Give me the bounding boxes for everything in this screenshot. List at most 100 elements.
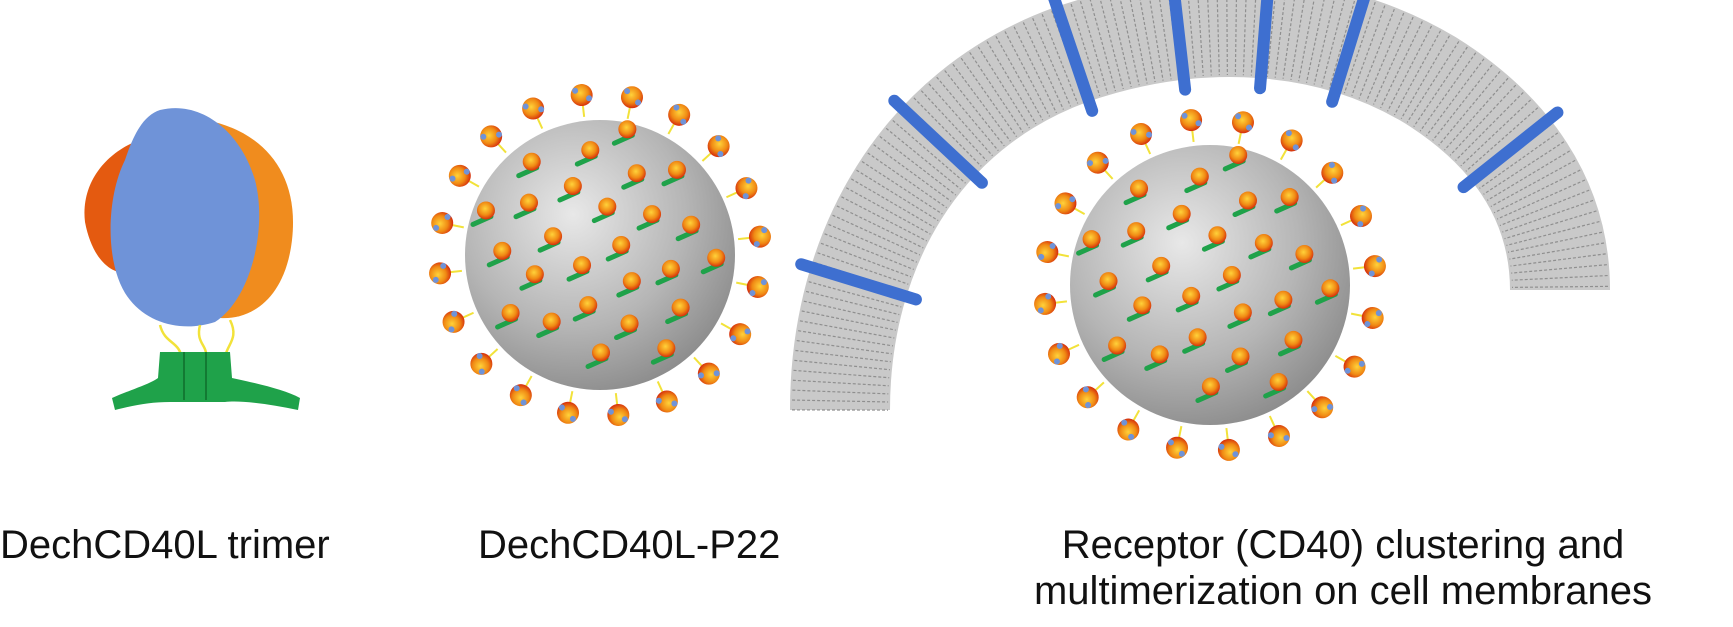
lipid-line — [856, 169, 939, 222]
lipid-line — [1321, 0, 1346, 87]
caption-clustering-line1: Receptor (CD40) clustering and — [1061, 523, 1625, 567]
ligand-rim — [646, 375, 683, 418]
ligand-rim — [714, 312, 757, 351]
lipid-line — [794, 359, 890, 371]
caption-clustering-line2: multimerization on cell membranes — [1033, 569, 1652, 613]
lipid-line — [801, 310, 896, 331]
ligand-rim — [693, 129, 736, 171]
lipid-line — [1159, 0, 1172, 80]
lipid-line — [873, 144, 952, 202]
ligand-rim — [733, 270, 772, 301]
ligand-rim — [684, 348, 726, 391]
lipid-line — [1013, 26, 1057, 114]
ligand-surface — [612, 236, 631, 254]
ligand-surface — [1099, 272, 1118, 291]
lipid-line — [1507, 231, 1603, 253]
lipid-line — [1129, 0, 1148, 84]
lipid-line — [1079, 1, 1109, 94]
lipid-line — [1509, 242, 1605, 260]
lipid-line — [969, 52, 1024, 133]
ligand-rim — [1071, 373, 1113, 414]
lipid-line — [792, 399, 889, 403]
lipid-line — [817, 252, 909, 285]
ligand-surface — [1172, 204, 1191, 223]
ligand-surface — [1201, 377, 1220, 396]
ligand-rim — [603, 390, 632, 429]
lipid-line — [1032, 17, 1072, 107]
ligand-rim — [1081, 146, 1122, 188]
ligand-surface — [579, 296, 598, 315]
membrane-clustering-scene — [790, 0, 1610, 464]
ligand-surface — [1082, 230, 1101, 249]
ligand-surface — [657, 339, 676, 358]
lipid-line — [1413, 46, 1468, 128]
ligand-surface — [519, 193, 538, 212]
cd40-receptor — [1326, 0, 1370, 108]
lipid-line — [1449, 84, 1517, 156]
ligand-surface — [573, 256, 592, 275]
lipid-line — [1119, 0, 1140, 86]
lipid-line — [885, 127, 961, 190]
ligand-rim — [474, 119, 516, 162]
lipid-line — [845, 187, 931, 235]
ligand-surface — [618, 120, 637, 139]
lipid-line — [1298, 0, 1315, 82]
ligand-rim — [1112, 403, 1150, 446]
bound-ligand-decorations — [1031, 106, 1389, 464]
ligand-surface — [1229, 145, 1248, 164]
ligand-surface — [1269, 373, 1288, 392]
ligand-surface — [581, 141, 600, 160]
cd40-receptor — [1168, 0, 1192, 96]
ligand-rim — [720, 172, 763, 209]
ligand-surface — [542, 312, 561, 331]
lipid-line — [977, 46, 1030, 129]
ligand-rim — [1033, 238, 1073, 269]
lipid-line — [1499, 189, 1590, 227]
cd40-receptors — [795, 0, 1564, 306]
lipid-line — [892, 119, 966, 184]
lipid-line — [1490, 159, 1576, 208]
ligand-surface — [1190, 167, 1209, 186]
lipid-line — [836, 205, 924, 249]
ligand-surface — [661, 259, 680, 278]
ligand-surface — [671, 298, 690, 317]
ligand-rim — [1298, 382, 1339, 424]
ligand-surface — [598, 197, 617, 216]
lipid-line — [1207, 0, 1212, 76]
caption-particle: DechCD40L-P22 — [478, 523, 781, 567]
ligand-surface — [476, 201, 495, 220]
ligand-surface — [682, 215, 701, 234]
ligand-rim — [615, 83, 646, 122]
ligand-surface — [667, 160, 686, 179]
ligand-surface — [525, 265, 544, 284]
ligand-surface — [622, 272, 641, 291]
lipid-line — [1022, 22, 1064, 110]
ligand-rim — [657, 98, 696, 141]
ligand-rim — [1347, 301, 1387, 332]
ligand-surface — [1295, 244, 1314, 263]
lipid-line — [1444, 77, 1509, 151]
lipid-line — [1216, 0, 1220, 76]
lipid-line — [792, 389, 889, 395]
lipid-line — [1460, 99, 1532, 167]
caption-trimer: DechCD40L trimer — [0, 523, 330, 567]
p22-particle — [426, 81, 774, 429]
lipid-line — [1188, 0, 1196, 77]
ligand-surface — [522, 152, 541, 171]
lipid-line — [1365, 12, 1405, 102]
lipid-line — [1393, 30, 1442, 116]
lipid-line — [1511, 274, 1608, 281]
ligand-surface — [620, 314, 639, 333]
lipid-line — [1099, 0, 1124, 90]
lipid-line — [803, 300, 898, 323]
lipid-line — [805, 290, 900, 316]
lipid-line — [1149, 0, 1164, 81]
lipid-line — [920, 90, 988, 162]
ligand-rim — [443, 159, 486, 198]
ligand-surface — [1280, 188, 1299, 207]
lipid-line — [1250, 0, 1257, 76]
ligand-rim — [1177, 106, 1206, 145]
ligand-surface — [1284, 330, 1303, 349]
ligand-surface — [1238, 191, 1257, 210]
lipid-line — [795, 349, 891, 363]
